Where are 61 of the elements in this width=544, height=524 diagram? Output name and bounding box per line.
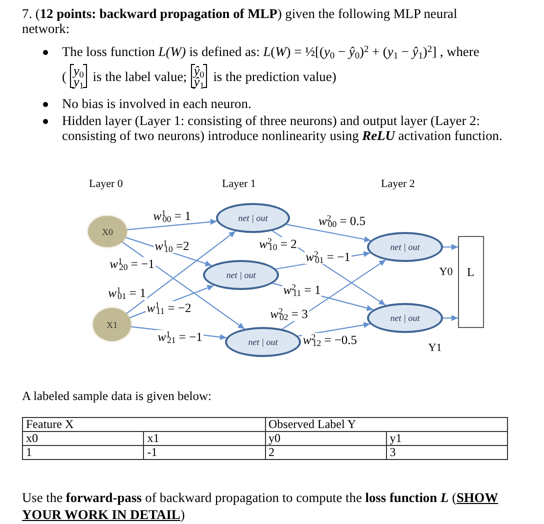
- node-label: net | out: [390, 313, 420, 323]
- layer-label: Layer 1: [222, 177, 256, 192]
- edge-label: w$^{1}$$_{10}$ =2: [154, 239, 190, 253]
- edge-label: w$^{1}$$_{01}$ = 1: [107, 286, 147, 300]
- arrow: [122, 241, 245, 330]
- neuron-node: [216, 203, 290, 233]
- arrow: [286, 224, 371, 242]
- edge-label: w$^{2}$$_{10}$ = 2: [258, 237, 298, 251]
- matrix-entry: ŷ$_{1}$: [194, 76, 204, 87]
- bullet-text: is the label value;: [92, 68, 187, 84]
- bullet-text: No bias is involved in each neuron.: [62, 96, 252, 111]
- table-cell: Observed Label Y: [265, 418, 508, 432]
- input-neuron: [93, 308, 131, 341]
- table-cell: y0: [265, 432, 386, 446]
- edge-label: w$^{2}$$_{02}$ = 3: [269, 307, 309, 321]
- arrow: [126, 230, 236, 314]
- arrow: [443, 315, 458, 321]
- input-neuron: [88, 216, 127, 247]
- bullet-text: (: [62, 68, 66, 84]
- question-text: 7. (12 points: backward propagation of MLP) given the following MLP neural network:: [22, 6, 458, 36]
- layer-label: Layer 0: [89, 177, 123, 192]
- matrix-entry: ŷ$_{0}$: [194, 65, 204, 76]
- output-label: Y1: [428, 342, 442, 354]
- node-label: net | out: [226, 270, 256, 280]
- edge-label: w$^{2}$$_{01}$ = −1: [304, 250, 352, 264]
- node-label: net | out: [248, 337, 278, 347]
- table-cell: -1: [144, 446, 265, 460]
- intro-text: A labeled sample data is given below:: [22, 389, 212, 404]
- matrix-entry: y$_{0}$: [73, 65, 84, 76]
- node-label: X0: [102, 226, 113, 236]
- table-cell: Feature X: [22, 418, 265, 432]
- layer-label: Layer 2: [381, 177, 415, 192]
- table-cell: 2: [265, 446, 386, 460]
- neuron-node: [367, 303, 443, 333]
- table-cell: 3: [386, 446, 508, 460]
- edge-label: w$^{1}$$_{20}$ = −1: [108, 257, 156, 271]
- node-label: net | out: [390, 242, 420, 252]
- loss-box: [458, 236, 484, 328]
- table-cell: x0: [22, 432, 144, 446]
- table-cell: x1: [144, 432, 265, 446]
- node-label: net | out: [238, 213, 268, 223]
- arrow: [126, 218, 217, 230]
- edge-label: w$^{1}$$_{11}$ = −2: [146, 301, 192, 315]
- bullet-text: is the prediction value): [213, 68, 336, 84]
- matrix-entry: y$_{1}$: [73, 76, 84, 87]
- bullet-text: The loss function L(W) is defined as: L(W) = ½[(y$_{0}$ − ŷ$_{0}$)$^{2}$ + (y$_{1}$ − ŷ$_{1}$)$^{2}$] , where: [62, 44, 480, 59]
- edge-label: w$^{1}$$_{21}$ = −1: [156, 330, 204, 344]
- edge-label: w$^{2}$$_{00}$ = 0.5: [317, 214, 367, 228]
- neuron-node: [367, 232, 443, 262]
- instruction-text: Use the forward-pass of backward propagation to compute the loss function L (SHOW YOUR WORK IN DETAIL): [22, 489, 500, 523]
- edge-label: w$^{1}$$_{00}$ = 1: [152, 209, 192, 223]
- table-cell: y1: [386, 432, 508, 446]
- arrow: [443, 244, 458, 250]
- table-cell: 1: [22, 446, 144, 460]
- edge-label: w$^{2}$$_{11}$ = 1: [282, 283, 322, 297]
- node-label: L: [467, 264, 474, 280]
- node-label: X1: [106, 320, 118, 330]
- edge-label: w$^{2}$$_{12}$ = −0.5: [302, 333, 358, 347]
- output-label: Y0: [439, 266, 453, 278]
- bullet-text: Hidden layer (Layer 1: consisting of three neurons) and output layer (Layer 2: consisting of two neurons) introduce nonlinearity using ReLU activation function.: [62, 113, 504, 143]
- neuron-node: [203, 260, 279, 290]
